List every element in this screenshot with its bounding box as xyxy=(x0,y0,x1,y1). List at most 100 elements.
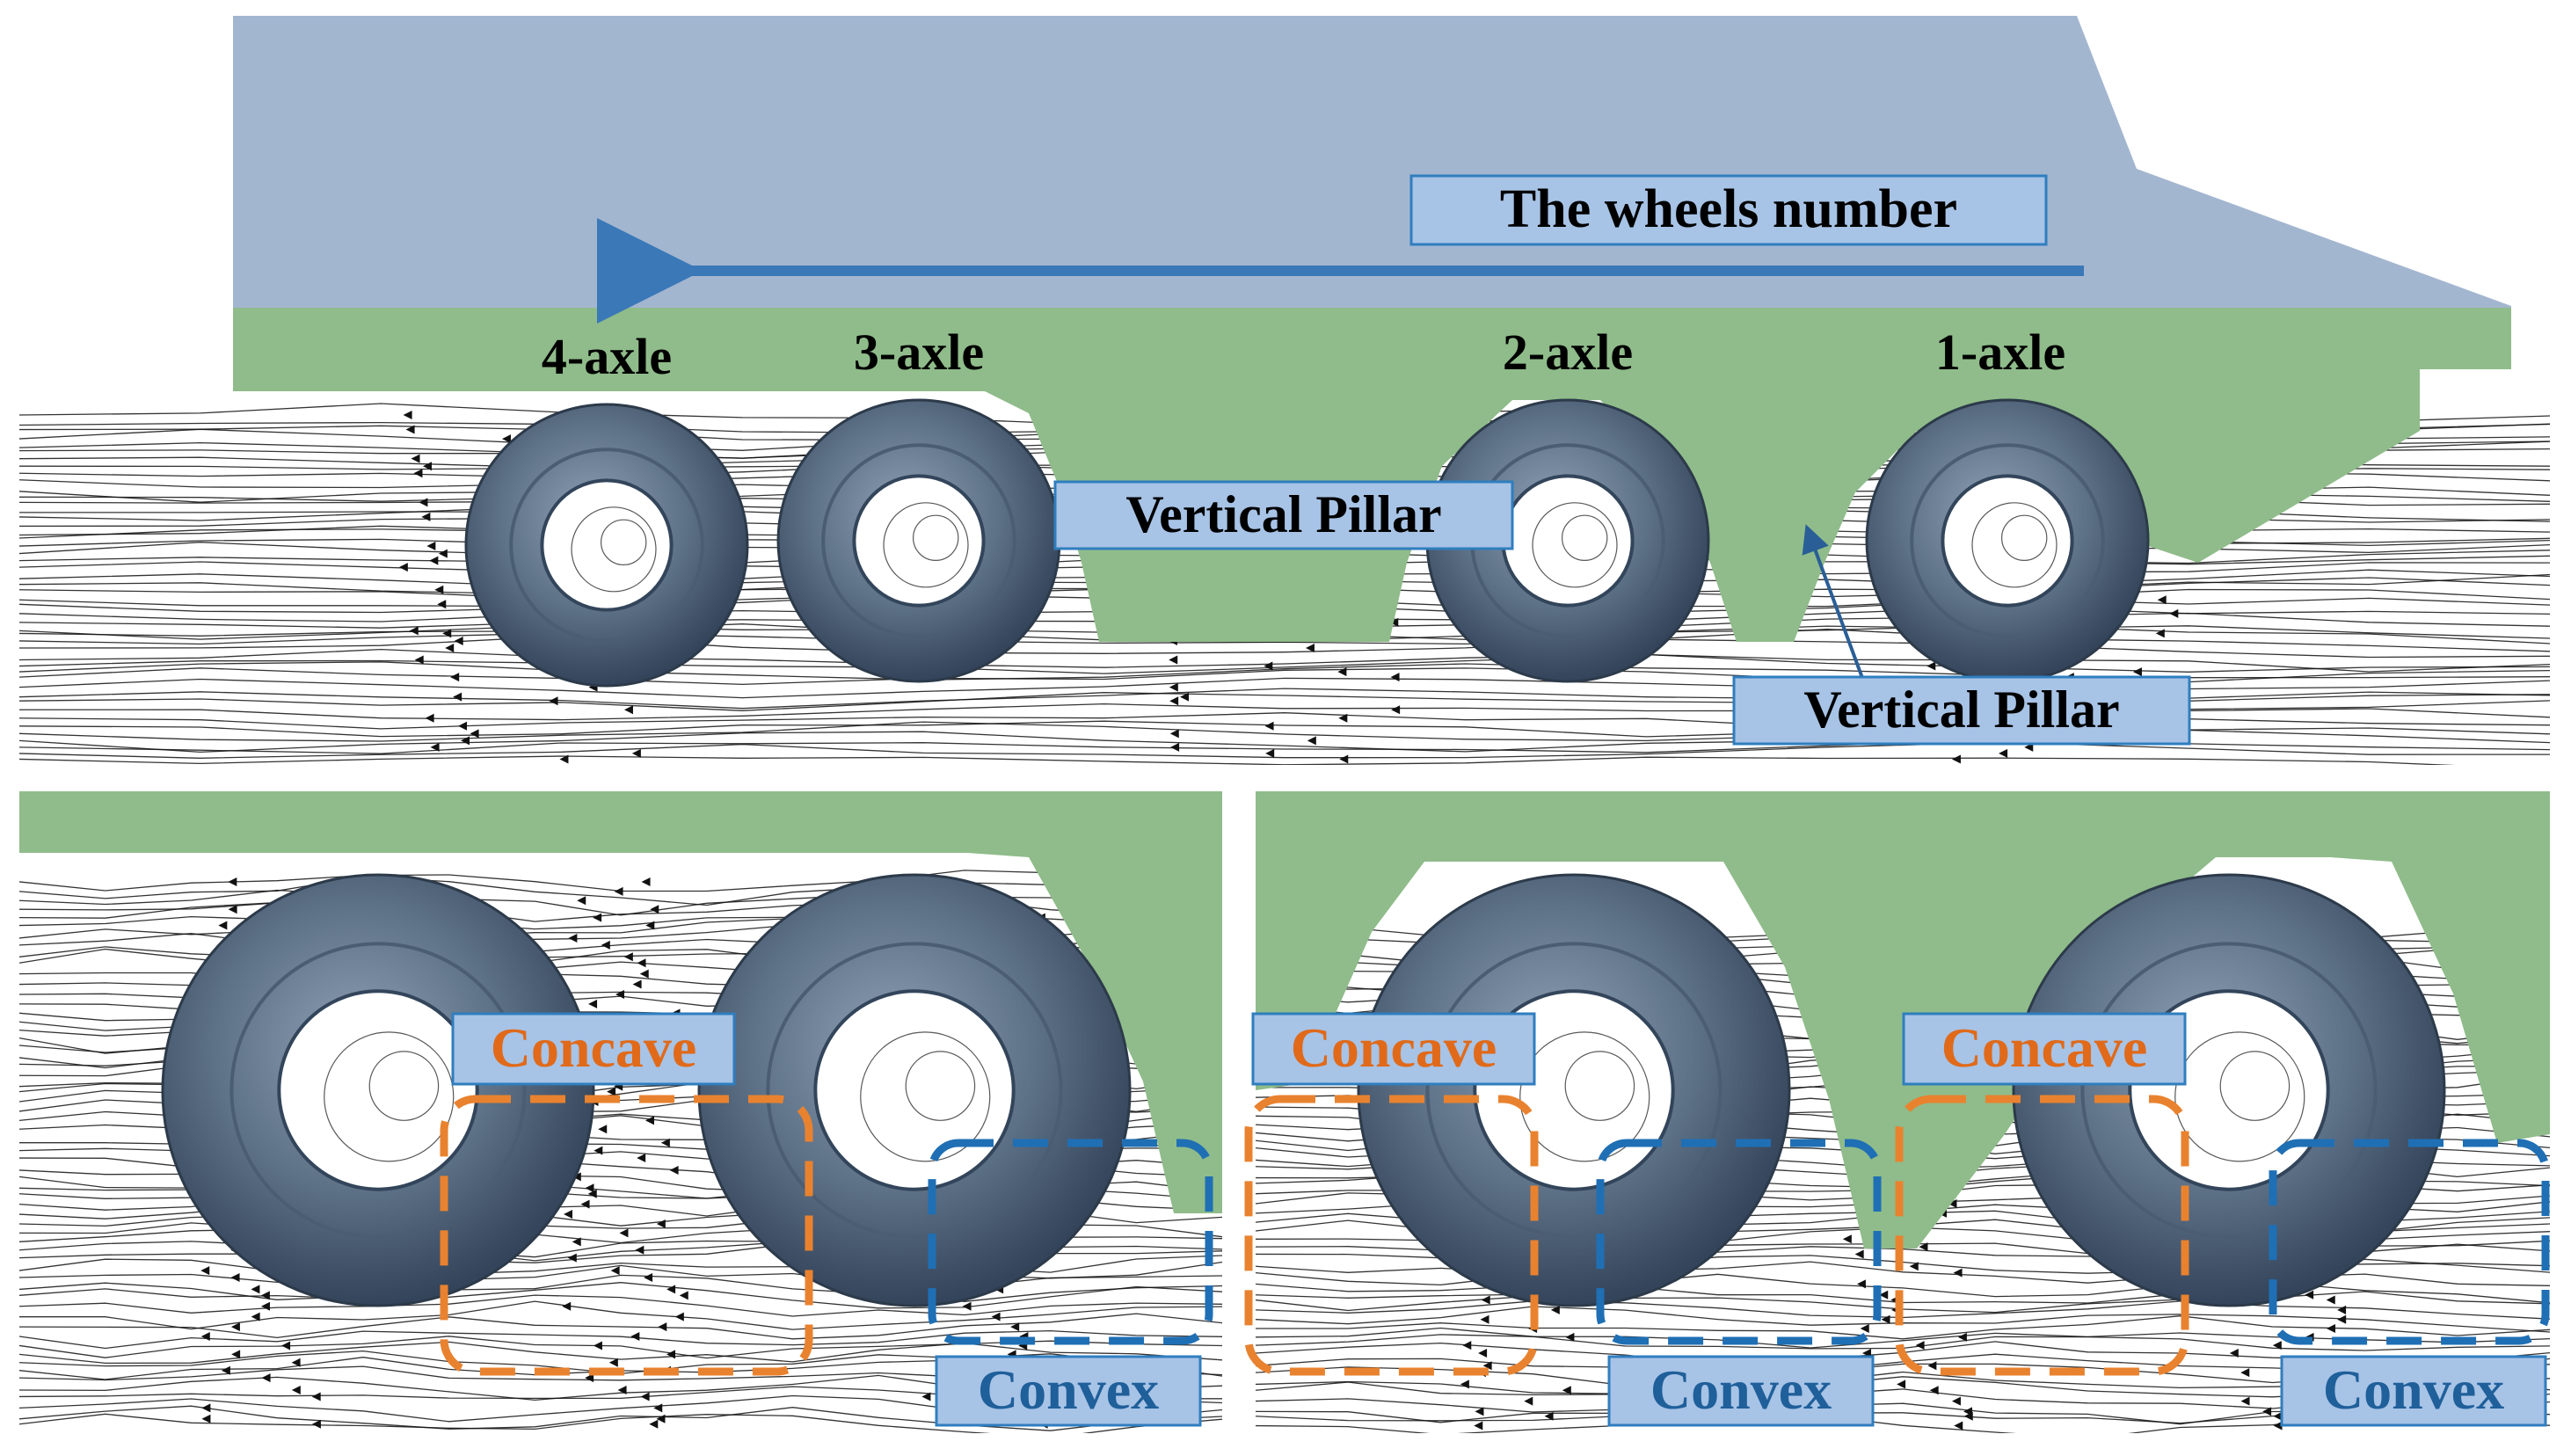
vortex-ring xyxy=(912,514,959,562)
flow-arrow xyxy=(2155,629,2165,638)
streamline xyxy=(19,1405,1222,1431)
wheels-bottom-left xyxy=(161,873,1132,1307)
wheel-hub-opening xyxy=(277,989,479,1191)
streamline xyxy=(19,629,2550,652)
flow-arrow xyxy=(1951,754,1961,764)
vortex-ring xyxy=(1519,1031,1650,1162)
concave-region xyxy=(440,1095,813,1376)
flow-arrow xyxy=(660,1138,670,1147)
streamline xyxy=(19,1329,1222,1350)
flow-arrow xyxy=(593,913,602,922)
flow-arrow xyxy=(656,1219,666,1228)
wheel-hub-opening xyxy=(1941,474,2074,608)
flow-arrow xyxy=(598,1125,608,1134)
flow-arrow xyxy=(1265,748,1275,758)
vortex-ring xyxy=(1564,1051,1635,1121)
tire-shoulder xyxy=(821,443,1016,638)
flow-arrow xyxy=(650,905,659,914)
flow-arrow xyxy=(1963,1411,1973,1421)
flow-arrow xyxy=(1957,1332,1967,1342)
concave-region-right xyxy=(1895,1095,2189,1376)
vortex-ring xyxy=(2000,514,2048,562)
chassis xyxy=(233,308,2511,642)
axle-label-4: 4-axle xyxy=(542,328,672,385)
flow-arrow xyxy=(422,462,432,471)
flow-arrow xyxy=(251,1285,260,1294)
flow-arrow xyxy=(434,585,444,594)
wheel-hub-opening xyxy=(540,478,674,612)
flow-arrow xyxy=(1480,1314,1489,1324)
tire-shoulder xyxy=(1425,942,1722,1239)
flow-arrow xyxy=(501,434,511,444)
flow-arrow xyxy=(1860,1324,1869,1334)
flow-arrow xyxy=(1881,1314,1890,1324)
streamline xyxy=(19,1282,1222,1309)
wheels-bottom-right xyxy=(1357,873,2446,1307)
vortex-ring xyxy=(324,1031,455,1162)
vortex-ring xyxy=(368,1051,440,1121)
flow-arrow xyxy=(1544,1411,1554,1421)
flow-arrow xyxy=(1337,667,1347,677)
flow-arrow xyxy=(614,886,623,896)
pillar-label-upper-box: Vertical Pillar xyxy=(1053,480,1514,550)
flow-arrow xyxy=(623,952,633,962)
vortex-ring xyxy=(883,502,969,588)
flow-arrow xyxy=(679,1291,688,1300)
flow-arrow xyxy=(470,729,479,739)
flow-arrow xyxy=(2273,1421,2283,1431)
top-panel: The wheels number 4-axle 3-axle 2-axle 1… xyxy=(19,16,2550,765)
flow-arrow xyxy=(437,600,447,609)
axle-label-1: 1-axle xyxy=(1935,324,2065,381)
flow-arrow xyxy=(450,673,460,682)
convex-label-right: Convex xyxy=(2323,1358,2504,1421)
flow-arrow xyxy=(445,643,455,652)
vortex-ring xyxy=(1971,502,2058,588)
flow-arrow xyxy=(1482,1361,1492,1371)
flow-arrow xyxy=(1948,1199,1957,1209)
flow-arrow xyxy=(201,1414,211,1423)
flow-arrow xyxy=(1264,721,1274,731)
flow-arrow xyxy=(426,542,436,551)
flow-arrow xyxy=(632,979,642,989)
pillar-label-upper: Vertical Pillar xyxy=(1125,485,1441,543)
vortex-ring xyxy=(905,1051,976,1121)
streamline xyxy=(19,1300,1222,1330)
flow-arrow xyxy=(251,1312,260,1321)
flow-arrow xyxy=(674,1312,684,1321)
flow-arrow xyxy=(1169,696,1179,706)
flow-arrow xyxy=(607,1087,616,1096)
vortex-ring xyxy=(1532,502,1618,588)
flow-arrow xyxy=(413,469,423,478)
flow-arrow xyxy=(200,1332,210,1342)
streamline xyxy=(19,1294,1222,1317)
flow-arrow xyxy=(585,1183,594,1193)
tire-shoulder xyxy=(2080,942,2378,1239)
flow-arrow xyxy=(562,1301,572,1311)
flow-arrow xyxy=(1953,1268,1963,1278)
flow-arrow xyxy=(1389,617,1399,627)
flow-arrow xyxy=(398,563,408,572)
flow-arrow xyxy=(228,877,237,886)
flow-arrow xyxy=(1391,705,1401,715)
flow-arrow xyxy=(1909,1262,1919,1271)
axle-label-2: 2-axle xyxy=(1503,324,1633,381)
flow-arrow xyxy=(1879,1290,1889,1299)
flow-arrow xyxy=(549,696,558,706)
vortex-ring xyxy=(571,506,657,593)
convex-label-left-box: Convex xyxy=(1607,1355,1875,1427)
flow-arrow xyxy=(617,1386,627,1395)
flow-arrow xyxy=(577,896,586,906)
flow-arrow xyxy=(2326,1324,2335,1334)
streamline xyxy=(19,1413,1222,1433)
flow-arrow xyxy=(405,425,415,434)
flow-arrow xyxy=(1951,1396,1961,1406)
streamline xyxy=(19,755,2456,765)
direction-label: The wheels number xyxy=(1500,179,1957,239)
vortex-ring xyxy=(2219,1051,2291,1121)
concave-label: Concave xyxy=(491,1016,697,1079)
flow-arrow xyxy=(311,1419,321,1429)
tire-shoulder xyxy=(1910,443,2105,638)
flow-arrow xyxy=(425,713,434,723)
flow-arrow xyxy=(1999,748,2008,758)
vortex-ring xyxy=(601,519,647,566)
